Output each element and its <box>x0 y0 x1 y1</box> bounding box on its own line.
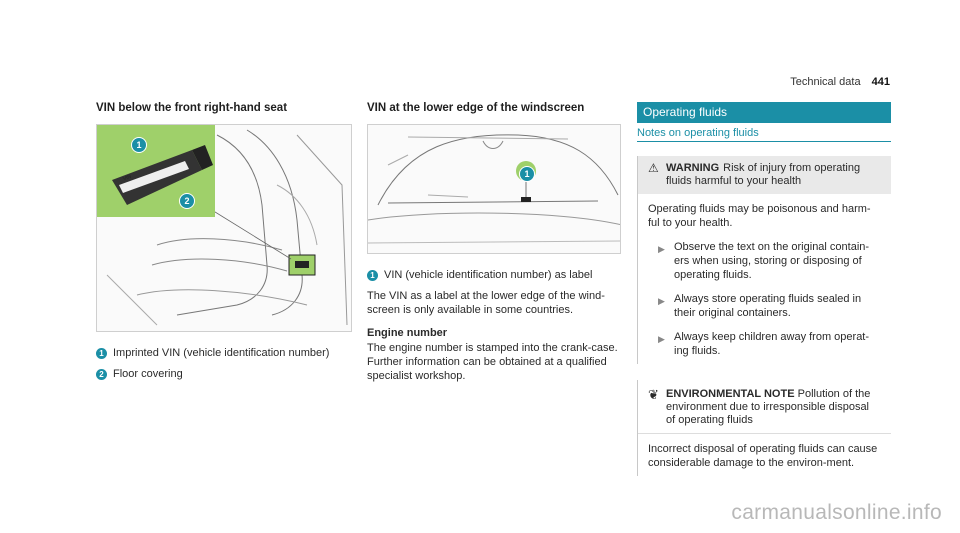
caption-item: 1 VIN (vehicle identification number) as… <box>367 268 621 283</box>
environment-leaf-icon: ❦ <box>648 387 659 402</box>
seat-illustration <box>97 125 351 331</box>
bullet-text: Always store operating fluids sealed in … <box>674 293 862 319</box>
callout-2: 2 <box>179 193 195 209</box>
page-number: 441 <box>871 76 890 88</box>
vin-label-paragraph: The VIN as a label at the lower edge of … <box>367 290 605 316</box>
engine-number-paragraph: The engine number is stamped into the cr… <box>367 342 618 382</box>
warning-title: Risk of injury from operating fluids har… <box>666 162 861 187</box>
environment-header: ❦ ENVIRONMENTAL NOTE Pollution of the en… <box>638 380 891 434</box>
caption-item: 1 Imprinted VIN (vehicle identification … <box>96 346 352 361</box>
environment-body: Incorrect disposal of operating fluids c… <box>648 443 878 469</box>
play-arrow-icon: ▶ <box>658 334 665 344</box>
subsection-title-notes: Notes on operating fluids <box>637 123 891 142</box>
caption-item: 2 Floor covering <box>96 367 352 382</box>
warning-bullet: ▶ Observe the text on the original conta… <box>648 240 881 282</box>
section-title-vin-seat: VIN below the front right-hand seat <box>96 102 288 114</box>
figure-windscreen: 1 <box>367 124 621 254</box>
running-header: Technical data 441 <box>790 76 890 88</box>
windscreen-illustration <box>368 125 620 253</box>
warning-triangle-icon: ⚠ <box>648 161 659 175</box>
caption-text: Imprinted VIN (vehicle identification nu… <box>113 347 330 359</box>
column-vin-seat: VIN below the front right-hand seat VIN … <box>96 102 352 382</box>
callout-1: 1 <box>131 137 147 153</box>
caption-text: Floor covering <box>113 368 183 380</box>
bullet-text: Always keep children away from operat-in… <box>674 331 870 357</box>
warning-bullet: ▶ Always store operating fluids sealed i… <box>648 292 881 320</box>
environment-label: ENVIRONMENTAL NOTE <box>666 388 795 400</box>
play-arrow-icon: ▶ <box>658 296 665 306</box>
warning-bullet: ▶ Always keep children away from operat-… <box>648 330 881 358</box>
callout-1: 1 <box>519 166 535 182</box>
figure-vin-seat: VIN 1 2 <box>96 124 352 332</box>
warning-body: Operating fluids may be poisonous and ha… <box>638 194 891 364</box>
section-title-vin-windscreen: VIN at the lower edge of the windscreen <box>367 102 585 114</box>
section-bar-operating-fluids: Operating fluids <box>637 102 891 123</box>
caption-text: VIN (vehicle identification number) as l… <box>384 269 593 281</box>
environment-title: Pollution of the environment due to irre… <box>666 388 871 426</box>
caption-number: 1 <box>367 270 378 281</box>
warning-text: Operating fluids may be poisonous and ha… <box>648 203 871 229</box>
header-section: Technical data <box>790 76 861 88</box>
watermark-text: carmanualsonline.info <box>731 501 942 524</box>
caption-number: 2 <box>96 369 107 380</box>
column-vin-windscreen: VIN at the lower edge of the windscreen … <box>367 102 621 383</box>
engine-number-heading: Engine number <box>367 327 448 339</box>
caption-number: 1 <box>96 348 107 359</box>
environment-box: ❦ ENVIRONMENTAL NOTE Pollution of the en… <box>637 380 891 476</box>
column-operating-fluids: Operating fluids Notes on operating flui… <box>637 102 891 476</box>
warning-label: WARNING <box>666 162 720 174</box>
bullet-text: Observe the text on the original contain… <box>674 241 870 281</box>
play-arrow-icon: ▶ <box>658 244 665 254</box>
